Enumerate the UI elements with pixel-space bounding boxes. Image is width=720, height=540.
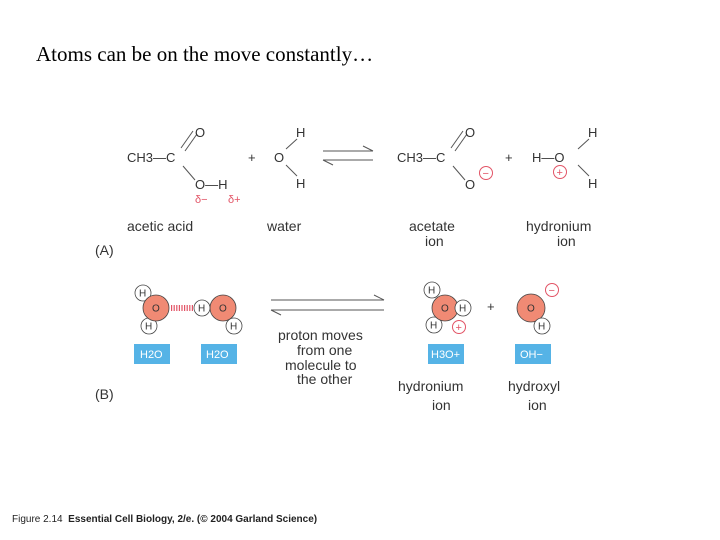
- acetate-label-1: acetate: [409, 218, 455, 234]
- figure-caption: Figure 2.14 Essential Cell Biology, 2/e.…: [12, 514, 317, 525]
- plus-sign-a1: +: [248, 150, 256, 165]
- water-structure: H O H water: [266, 125, 305, 234]
- svg-text:O: O: [527, 304, 535, 315]
- badge-h2o-2: [201, 344, 237, 364]
- acetic-double-bond-a: [180, 130, 194, 149]
- svg-text:H: H: [459, 304, 466, 315]
- acetate-double-bond-b: [454, 133, 468, 152]
- acetate-single-bond: [452, 165, 466, 181]
- hydroxyl-label-1: hydroxyl: [508, 378, 560, 394]
- hydroxyl-label-2: ion: [528, 397, 547, 413]
- svg-text:O: O: [441, 304, 449, 315]
- water-h-bot: H: [296, 176, 305, 191]
- hydronium-formula: H—O: [532, 150, 565, 165]
- hydronium-h-bot: H: [588, 176, 597, 191]
- svg-text:H: H: [230, 322, 237, 333]
- figure-number: Figure 2.14: [12, 514, 63, 525]
- acetate-structure: CH3—C O O − acetate ion: [397, 125, 493, 249]
- svg-text:H: H: [139, 289, 146, 300]
- hydronium-b-label-2: ion: [432, 397, 451, 413]
- hydroxyl-molecule: O H −: [516, 283, 559, 335]
- slide-title: Atoms can be on the move constantly…: [36, 42, 374, 66]
- acetic-acid-label: acetic acid: [127, 218, 193, 234]
- badge-h3o: [428, 344, 464, 364]
- plus-sign-a2: +: [505, 150, 513, 165]
- svg-text:from one: from one: [297, 342, 352, 358]
- acetic-o-top: O: [195, 125, 205, 140]
- badge-h2o-2-text: H2O: [206, 349, 229, 361]
- water-molecule-2: O H H: [193, 294, 243, 335]
- delta-plus: δ+: [228, 194, 241, 206]
- svg-text:O: O: [152, 304, 160, 315]
- acetic-double-bond-b: [184, 133, 198, 152]
- svg-text:+: +: [456, 322, 462, 334]
- svg-text:H: H: [428, 286, 435, 297]
- plus-sign-b: +: [487, 299, 495, 314]
- badge-oh: [515, 344, 551, 364]
- acetic-single-bond: [182, 165, 196, 181]
- hydronium-molecule: H H O H +: [423, 281, 472, 334]
- acid-base-diagram: CH3—C O O—H δ− δ+ acetic acid + H O H wa…: [95, 125, 597, 413]
- hydronium-bond-top: [577, 138, 590, 150]
- negative-charge-icon: [479, 166, 493, 180]
- acetate-o-bot: O: [465, 177, 475, 192]
- water-molecule-1: H H O: [134, 284, 170, 335]
- hydronium-label-2: ion: [557, 233, 576, 249]
- equilibrium-arrow-a: [322, 145, 374, 166]
- acetate-ch3: CH3—C: [397, 150, 445, 165]
- svg-text:proton moves: proton moves: [278, 327, 363, 343]
- svg-text:H: H: [430, 321, 437, 332]
- acetic-acid-structure: CH3—C O O—H δ− δ+ acetic acid: [127, 125, 241, 234]
- badge-h2o-1-text: H2O: [140, 349, 163, 361]
- water-label: water: [266, 218, 302, 234]
- water-bond-top: [285, 138, 298, 150]
- panel-a-tag: (A): [95, 242, 114, 258]
- water-o: O: [274, 150, 284, 165]
- badge-h2o-1: [134, 344, 170, 364]
- acetic-oh: O—H: [195, 177, 228, 192]
- equilibrium-arrow-b: [270, 294, 385, 316]
- hydronium-b-label-1: hydronium: [398, 378, 463, 394]
- badge-h3o-text: H3O+: [431, 349, 460, 361]
- figure-source: Essential Cell Biology, 2/e. (© 2004 Gar…: [68, 514, 318, 525]
- svg-text:O: O: [219, 304, 227, 315]
- svg-text:H: H: [198, 304, 205, 315]
- delta-minus: δ−: [195, 194, 208, 206]
- acetate-o-top: O: [465, 125, 475, 140]
- plus-charge-icon: [452, 320, 466, 334]
- proton-moves-text: proton moves from one molecule to the ot…: [278, 327, 363, 387]
- svg-text:H: H: [145, 322, 152, 333]
- hydronium-h-top: H: [588, 125, 597, 140]
- svg-text:the other: the other: [297, 371, 353, 387]
- hydronium-bond-bot: [577, 164, 590, 177]
- water-bond-bot: [285, 164, 298, 177]
- panel-b-tag: (B): [95, 386, 114, 402]
- svg-text:molecule to: molecule to: [285, 357, 357, 373]
- hydronium-charge: +: [557, 167, 563, 179]
- acetate-double-bond-a: [450, 130, 464, 149]
- minus-charge-icon: [545, 283, 559, 297]
- svg-text:H: H: [538, 322, 545, 333]
- svg-text:−: −: [549, 285, 555, 297]
- badge-oh-text: OH−: [520, 349, 543, 361]
- acetate-label-2: ion: [425, 233, 444, 249]
- acetic-ch3: CH3—C: [127, 150, 175, 165]
- positive-charge-icon: [553, 165, 567, 179]
- hydronium-label-1: hydronium: [526, 218, 591, 234]
- acetate-charge: −: [483, 168, 489, 180]
- water-h-top: H: [296, 125, 305, 140]
- hydronium-structure: H H—O H + hydronium ion: [526, 125, 597, 249]
